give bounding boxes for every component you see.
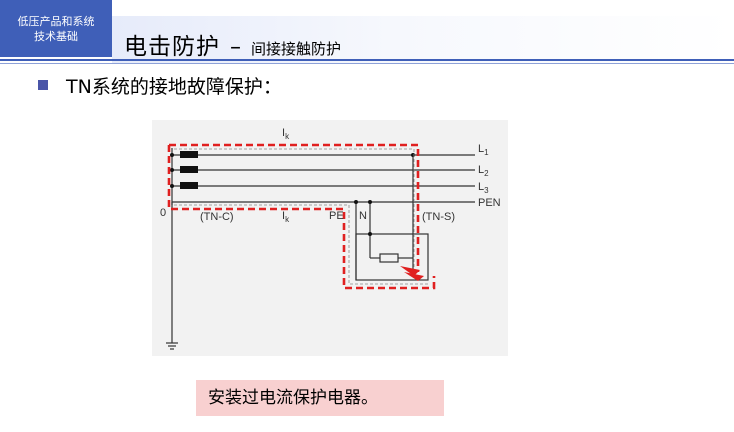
phase-conductors: [166, 148, 475, 350]
ik-top-label: Ik: [282, 127, 290, 141]
node-dot: [354, 200, 358, 204]
header-band: [112, 16, 734, 63]
header-divider: [0, 59, 734, 61]
ik-mid-label: Ik: [282, 210, 290, 224]
load-resistor: [379, 253, 399, 263]
transformer-windings: [170, 151, 415, 236]
zero-label: 0: [160, 207, 166, 219]
n-label: N: [359, 210, 367, 222]
slide-title-sub: 间接接触防护: [251, 40, 342, 58]
node-dot: [368, 232, 372, 236]
header-divider-thin: [0, 63, 734, 64]
pen-label: PEN: [478, 197, 501, 209]
node-dot: [170, 184, 174, 188]
node-dot: [368, 200, 372, 204]
bullet-text: TN系统的接地故障保护：: [66, 76, 282, 98]
bullet-square-icon: [38, 80, 48, 90]
fault-path-return: [167, 145, 436, 290]
l1-label: L1: [478, 143, 489, 157]
l3-label: L3: [478, 181, 489, 195]
slide-title-dash: –: [230, 35, 241, 60]
course-title-line1: 低压产品和系统: [17, 14, 95, 28]
course-title-box: 低压产品和系统 技术基础: [0, 0, 112, 57]
slide-title-main: 电击防护: [124, 34, 220, 60]
load-enclosure: [355, 233, 429, 281]
l2-label: L2: [478, 164, 489, 178]
course-title-line2: 技术基础: [34, 29, 78, 43]
pe-label: PE: [329, 210, 344, 222]
tnc-label: (TN-C): [200, 211, 234, 223]
fault-arrow-icon: [400, 266, 424, 281]
note-box: 安装过电流保护电器。: [196, 380, 444, 416]
node-dot: [170, 153, 174, 157]
node-dot: [170, 168, 174, 172]
fault-path-shadow: [174, 148, 430, 285]
tns-label: (TN-S): [422, 211, 455, 223]
fault-current-path: [167, 143, 436, 290]
diagram-panel: [152, 120, 508, 356]
winding-1: [180, 151, 198, 158]
winding-2: [180, 166, 198, 173]
slide-title: 电击防护–间接接触防护: [124, 27, 341, 61]
fault-path-outer: [169, 143, 420, 272]
winding-3: [180, 182, 198, 189]
